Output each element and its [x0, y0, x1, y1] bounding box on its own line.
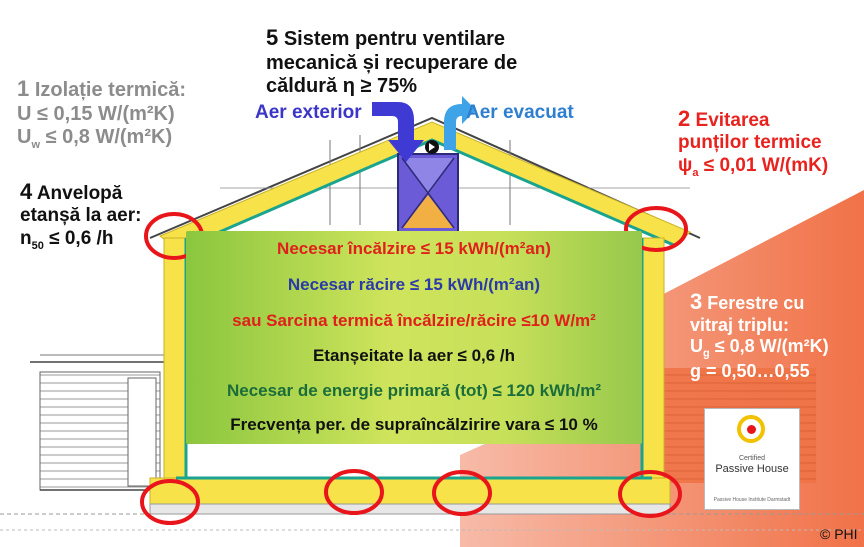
logo-main-text: Passive House [715, 463, 789, 475]
thermal-bridge-rings [140, 206, 688, 525]
req-heating: Necesar încălzire ≤ 15 kWh/(m²an) [277, 239, 551, 258]
envelope-line1: Anvelopă [36, 183, 123, 204]
envelope-label: 4 Anvelopă etanșă la aer: n50 ≤ 0,6 /h [20, 179, 141, 253]
outdoor-air-arrow [372, 102, 424, 162]
ventilation-line1: Sistem pentru ventilare [283, 28, 505, 50]
copyright: © PHI [820, 526, 858, 542]
passive-house-logo: Certified Passive House Passive House In… [704, 408, 800, 510]
req-cooling: Necesar răcire ≤ 15 kWh/(m²an) [287, 275, 541, 294]
floor-insulation [149, 477, 671, 505]
envelope-number: 4 [20, 179, 33, 204]
exhaust-air-label: Aer evacuat [466, 102, 574, 123]
logo-foot-text: Passive House Institute Darmstadt [713, 497, 791, 503]
windows-label: 3 Ferestre cu vitraj triplu: Ug ≤ 0,8 W/… [690, 289, 829, 382]
bridges-line1: Evitarea [695, 110, 770, 131]
outdoor-air-label: Aer exterior [255, 102, 362, 123]
windows-ug: Ug ≤ 0,8 W/(m²K) [690, 336, 829, 360]
left-wall-insulation [163, 237, 187, 487]
bridges-number: 2 [678, 106, 691, 131]
right-wall-insulation [641, 237, 665, 487]
bridges-label: 2 Evitarea punților termice ψa ≤ 0,01 W/… [678, 106, 828, 180]
ventilation-unit [397, 140, 459, 233]
req-primary-energy: Necesar de energie primară (tot) ≤ 120 k… [226, 381, 601, 400]
insulation-uw: Uw ≤ 0,8 W/(m²K) [17, 126, 173, 152]
requirements-panel: Necesar încălzire ≤ 15 kWh/(m²an) Necesa… [186, 231, 642, 444]
envelope-line2: etanșă la aer: [20, 205, 142, 227]
windows-line1: Ferestre cu [707, 293, 805, 313]
bridges-line2: punților termice [678, 132, 822, 154]
insulation-label: 1 Izolație termică: U ≤ 0,15 W/(m²K) Uw … [17, 76, 186, 152]
envelope-n50: n50 ≤ 0,6 /h [20, 227, 114, 252]
ventilation-line2: mecanică și recuperare de [266, 51, 518, 74]
windows-line2: vitraj triplu: [690, 314, 790, 335]
exhaust-air-arrow [444, 96, 476, 150]
req-load: sau Sarcina termică încălzire/răcire ≤10… [232, 311, 596, 330]
windows-number: 3 [690, 289, 703, 314]
insulation-title: Izolație termică: [34, 79, 186, 101]
windows-g: g = 0,50…0,55 [690, 360, 810, 381]
insulation-u: U ≤ 0,15 W/(m²K) [17, 102, 175, 125]
req-overheating: Frecvența per. de supraîncălzirire vara … [230, 415, 598, 434]
ventilation-number: 5 [266, 25, 279, 50]
req-airtightness: Etanșeitate la aer ≤ 0,6 /h [312, 346, 516, 365]
bridges-psi: ψa ≤ 0,01 W/(mK) [678, 154, 829, 179]
ventilation-label: 5 Sistem pentru ventilare mecanică și re… [266, 25, 517, 99]
logo-ring-icon [737, 415, 765, 443]
ventilation-line3: căldură η ≥ 75% [266, 75, 418, 98]
left-annex [30, 354, 175, 491]
logo-dot-icon [747, 425, 756, 434]
logo-small-text: Certified [738, 455, 766, 462]
insulation-number: 1 [17, 76, 30, 101]
